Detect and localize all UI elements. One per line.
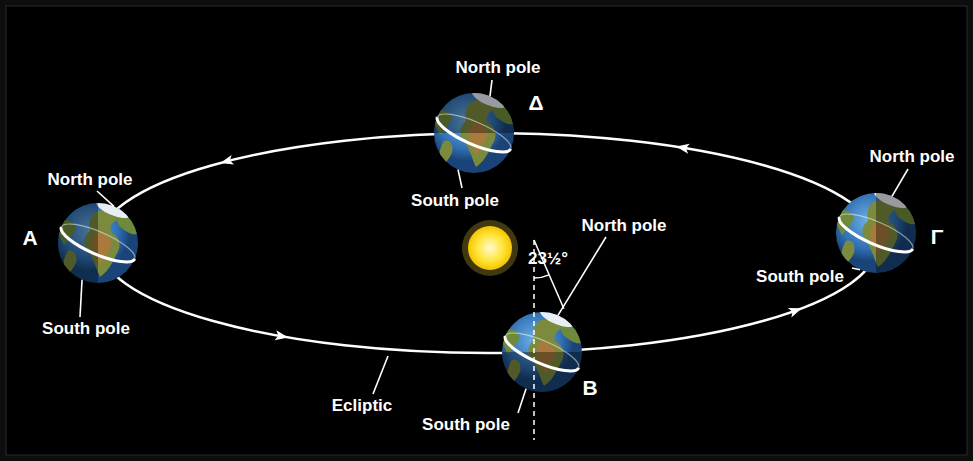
orbit-arrowhead	[219, 155, 234, 168]
earth-globe	[57, 196, 140, 283]
pole-label: South pole	[756, 268, 844, 287]
orbit-arrowhead	[275, 330, 290, 342]
angle-arc	[534, 275, 549, 278]
background	[6, 6, 967, 455]
vertical-reference	[533, 240, 535, 440]
pole-label: South pole	[411, 192, 499, 211]
position-letter: A	[22, 226, 37, 249]
earth-globe	[501, 305, 584, 392]
leader-line	[373, 356, 388, 394]
earth-globe	[835, 186, 918, 273]
sun	[468, 226, 512, 270]
pole-label: North pole	[870, 148, 955, 167]
sun-glow	[462, 220, 518, 276]
pole-label: North pole	[48, 171, 133, 190]
leader-line	[892, 169, 908, 196]
tilt-angle: 23½°	[528, 250, 568, 269]
pole-label: North pole	[582, 217, 667, 236]
earth-globe	[433, 86, 516, 173]
leader-line	[490, 80, 492, 96]
orbit-arrowhead	[675, 142, 689, 154]
pole-label: North pole	[456, 59, 541, 78]
position-letter: Δ	[528, 91, 543, 114]
orbit-arrowhead	[788, 304, 804, 318]
leader-line	[97, 191, 114, 206]
orbit-label: Ecliptic	[332, 397, 392, 416]
pole-label: South pole	[42, 320, 130, 339]
pole-label: South pole	[422, 416, 510, 435]
leader-line	[80, 280, 82, 317]
position-letter: Γ	[931, 225, 944, 248]
leader-line	[518, 389, 526, 413]
leader-line	[458, 170, 462, 188]
position-letter: B	[582, 376, 597, 399]
leader-line	[852, 268, 860, 270]
